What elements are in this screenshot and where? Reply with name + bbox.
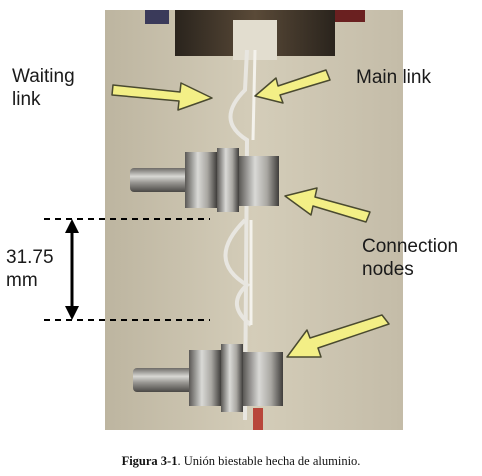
waiting-link-label: Waiting link	[12, 66, 75, 110]
connection-nodes-label: Connection nodes	[362, 236, 459, 280]
caption-text: . Unión biestable hecha de aluminio.	[177, 454, 361, 468]
dimension-arrow	[65, 219, 79, 320]
main-link-label: Main link	[356, 67, 431, 88]
caption-number: Figura 3-1	[121, 454, 178, 468]
dimension-label: 31.75 mm	[6, 247, 54, 291]
figure-caption: Figura 3-1. Unión biestable hecha de alu…	[0, 454, 482, 469]
